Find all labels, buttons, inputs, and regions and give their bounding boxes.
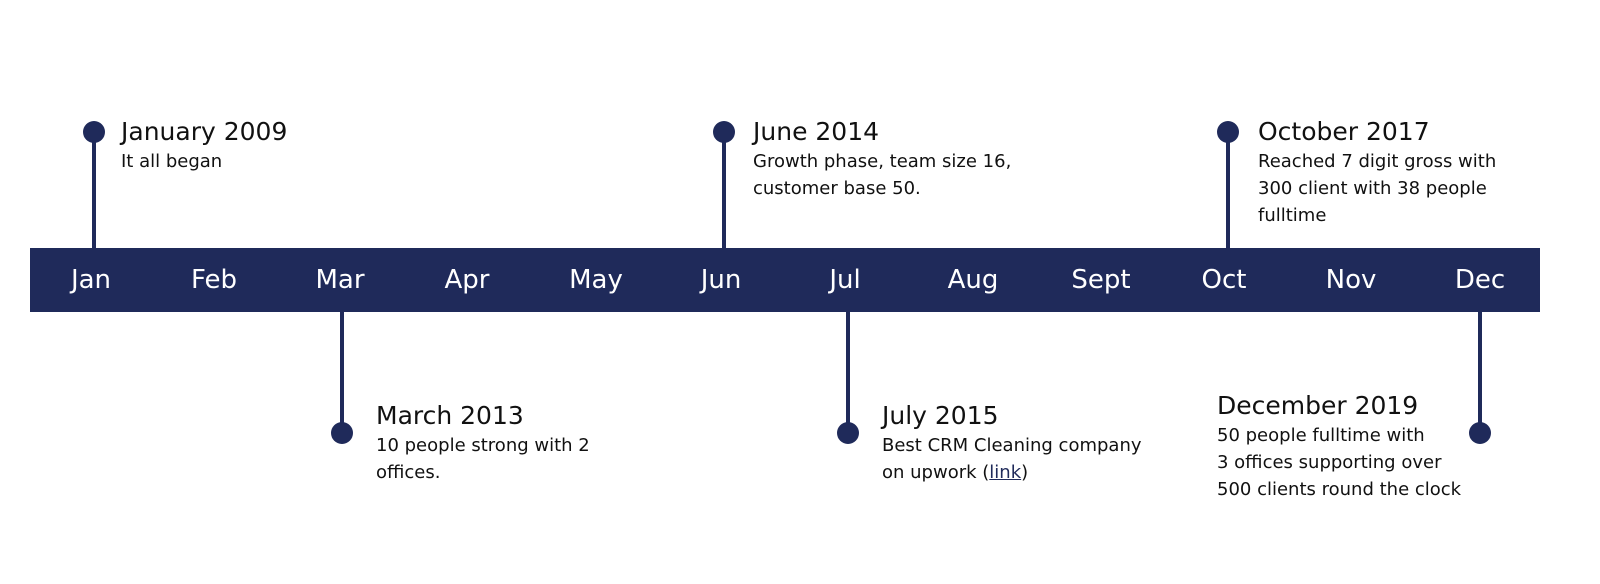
- marker-dot-jan: [83, 121, 105, 143]
- event-text: 10 people strong with 2: [376, 435, 590, 456]
- marker-dot-dec: [1469, 422, 1491, 444]
- month-feb: Feb: [190, 265, 238, 295]
- upwork-link[interactable]: link: [989, 462, 1022, 483]
- month-may: May: [569, 265, 623, 295]
- month-sept: Sept: [1071, 265, 1131, 295]
- event-text: Reached 7 digit gross with: [1258, 151, 1497, 172]
- event-title: July 2015: [882, 401, 999, 430]
- connector-dec: [1478, 312, 1482, 433]
- event-text: 3 offices supporting over: [1217, 452, 1442, 473]
- event-mar-2013: March 2013 10 people strong with 2 offic…: [376, 400, 590, 486]
- event-title: March 2013: [376, 401, 524, 430]
- event-text: Best CRM Cleaning company: [882, 435, 1142, 456]
- event-text: 50 people fulltime with: [1217, 425, 1425, 446]
- event-text: offices.: [376, 462, 441, 483]
- month-mar: Mar: [315, 265, 365, 295]
- event-text: 300 client with 38 people: [1258, 178, 1487, 199]
- event-jun-2014: June 2014 Growth phase, team size 16, cu…: [753, 116, 1011, 202]
- month-oct: Oct: [1201, 265, 1247, 295]
- connector-oct: [1226, 132, 1230, 248]
- event-title: October 2017: [1258, 117, 1430, 146]
- timeline-bar: Jan Feb Mar Apr May Jun Jul Aug Sept Oct…: [30, 248, 1540, 312]
- event-dec-2019: December 2019 50 people fulltime with 3 …: [1217, 390, 1461, 503]
- event-text-prefix: on upwork (: [882, 462, 990, 483]
- connector-jul: [846, 312, 850, 433]
- marker-dot-mar: [331, 422, 353, 444]
- marker-dot-jun: [713, 121, 735, 143]
- event-title: June 2014: [753, 117, 880, 146]
- event-text: Growth phase, team size 16,: [753, 151, 1012, 172]
- connector-jan: [92, 132, 96, 248]
- event-text: customer base 50.: [753, 178, 921, 199]
- month-nov: Nov: [1325, 265, 1377, 295]
- month-dec: Dec: [1454, 265, 1506, 295]
- month-aug: Aug: [947, 265, 999, 295]
- month-apr: Apr: [444, 265, 490, 295]
- month-jul: Jul: [829, 265, 861, 295]
- marker-dot-oct: [1217, 121, 1239, 143]
- event-title: January 2009: [121, 117, 288, 146]
- connector-mar: [340, 312, 344, 433]
- event-text: It all began: [121, 151, 223, 172]
- event-jan-2009: January 2009 It all began: [121, 116, 287, 175]
- month-jun: Jun: [700, 265, 742, 295]
- connector-jun: [722, 132, 726, 248]
- event-oct-2017: October 2017 Reached 7 digit gross with …: [1258, 116, 1496, 229]
- event-text: on upwork (link): [882, 459, 1142, 486]
- marker-dot-jul: [837, 422, 859, 444]
- month-jan: Jan: [70, 265, 112, 295]
- event-text: fulltime: [1258, 205, 1327, 226]
- event-title: December 2019: [1217, 391, 1419, 420]
- event-text-suffix: ): [1021, 462, 1029, 483]
- event-jul-2015: July 2015 Best CRM Cleaning company on u…: [882, 400, 1142, 486]
- event-text: 500 clients round the clock: [1217, 479, 1462, 500]
